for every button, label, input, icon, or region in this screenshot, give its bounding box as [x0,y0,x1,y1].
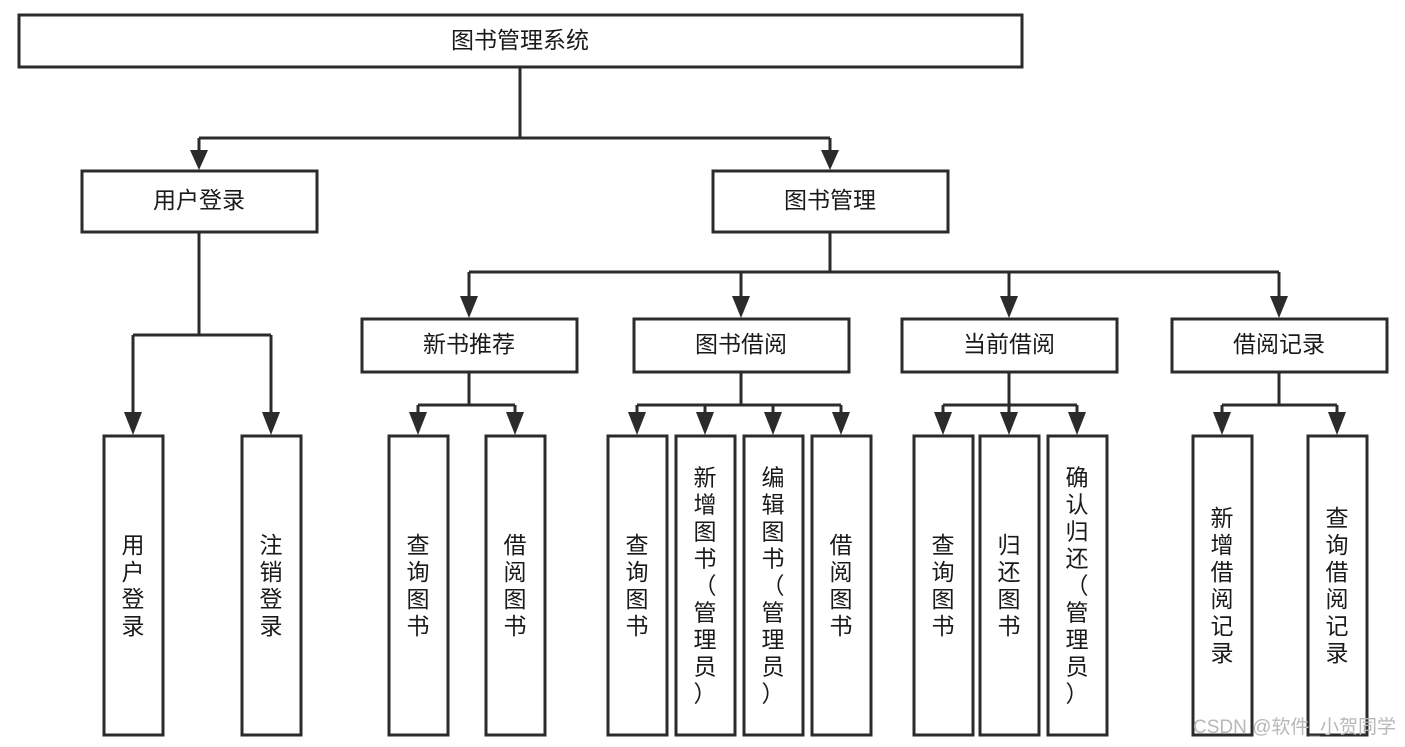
arrow-head-book-manage [821,150,839,170]
node-user-login-box[interactable] [80,169,319,234]
leaf-book-borrow-2[interactable]: 新增图书（管理员） [674,434,737,737]
leaf-user-login-1-box[interactable] [102,434,165,737]
leaf-book-borrow-1[interactable]: 查询图书 [606,434,669,737]
arrow-head-new-book-recommend [460,296,478,318]
leaf-user-login-2-label: 注销登录 [260,532,283,639]
arrow-head-leaf-cb-2 [1000,412,1018,435]
node-new-book-recommend-box[interactable] [360,317,579,374]
node-root-box[interactable] [17,13,1024,69]
leaf-user-login-2[interactable]: 注销登录 [240,434,303,737]
leaf-current-borrow-2-box[interactable] [978,434,1041,737]
connector-new-book-recommend-to-leaves [416,373,517,418]
connector-current-borrow-to-leaves [941,373,1079,418]
leaf-user-login-2-box[interactable] [240,434,303,737]
node-current-borrow[interactable]: 当前借阅 [900,317,1119,374]
connector-layer [124,67,1346,435]
connector-borrow-record-to-leaves [1220,373,1339,418]
node-book-borrow-box[interactable] [632,317,851,374]
leaf-new-book-recommend-2-box[interactable] [484,434,547,737]
leaf-borrow-record-2-box[interactable] [1306,434,1369,737]
arrow-head-leaf-cb-1 [934,412,952,435]
arrow-head-leaf-bb-4 [832,412,850,435]
leaf-book-borrow-4-box[interactable] [810,434,873,737]
leaf-new-book-recommend-2-label: 借阅图书 [504,532,527,639]
connector-book-borrow-to-leaves [635,373,843,418]
leaf-borrow-record-1-box[interactable] [1191,434,1254,737]
leaf-new-book-recommend-1-label: 查询图书 [407,532,430,639]
arrow-head-leaf-user-logout [262,412,280,435]
node-book-borrow[interactable]: 图书借阅 [632,317,851,374]
connector-book-manage-to-level3 [467,232,1281,300]
connector-user-login-to-leaves [131,232,273,418]
node-borrow-record[interactable]: 借阅记录 [1170,317,1389,374]
leaf-book-borrow-1-label: 查询图书 [626,532,649,639]
leaf-book-borrow-3-label: 编辑图书（管理员） [762,465,785,707]
node-new-book-recommend-label: 新书推荐 [423,331,515,357]
leaf-current-borrow-3-label: 确认归还（管理员） [1066,465,1089,707]
leaf-book-borrow-3-box[interactable] [742,434,805,737]
arrow-head-leaf-bb-1 [628,412,646,435]
leaf-new-book-recommend-2[interactable]: 借阅图书 [484,434,547,737]
leaf-current-borrow-2-label: 归还图书 [998,532,1021,639]
node-current-borrow-label: 当前借阅 [963,331,1055,357]
leaf-book-borrow-4-label: 借阅图书 [830,532,853,639]
leaf-current-borrow-1-box[interactable] [912,434,975,737]
leaf-current-borrow-3-box[interactable] [1046,434,1109,737]
leaf-book-borrow-3[interactable]: 编辑图书（管理员） [742,434,805,737]
node-borrow-record-label: 借阅记录 [1233,331,1325,357]
leaf-current-borrow-3[interactable]: 确认归还（管理员） [1046,434,1109,737]
leaf-book-borrow-2-box[interactable] [674,434,737,737]
leaf-book-borrow-1-box[interactable] [606,434,669,737]
arrow-head-leaf-nbr-2 [506,412,524,435]
leaf-borrow-record-1-label: 新增借阅记录 [1211,505,1234,666]
leaf-current-borrow-2[interactable]: 归还图书 [978,434,1041,737]
node-root[interactable]: 图书管理系统 [17,13,1024,69]
leaf-book-borrow-4[interactable]: 借阅图书 [810,434,873,737]
arrow-head-leaf-bb-2 [696,412,714,435]
arrow-head-leaf-nbr-1 [409,412,427,435]
arrow-head-book-borrow [732,296,750,318]
node-current-borrow-box[interactable] [900,317,1119,374]
node-user-login-label: 用户登录 [153,187,245,213]
leaf-user-login-1-label: 用户登录 [122,532,145,639]
node-book-manage-box[interactable] [711,169,950,234]
leaf-current-borrow-1[interactable]: 查询图书 [912,434,975,737]
leaf-user-login-1[interactable]: 用户登录 [102,434,165,737]
arrow-head-current-borrow [1000,296,1018,318]
arrow-head-leaf-br-1 [1213,412,1231,435]
node-root-label: 图书管理系统 [451,27,589,53]
leaf-borrow-record-1[interactable]: 新增借阅记录 [1191,434,1254,737]
arrow-head-user-login [190,150,208,170]
leaf-borrow-record-2[interactable]: 查询借阅记录 [1306,434,1369,737]
leaf-current-borrow-1-label: 查询图书 [932,532,955,639]
arrow-head-leaf-bb-3 [764,412,782,435]
arrow-head-leaf-br-2 [1328,412,1346,435]
watermark-label: CSDN @软件_小贺同学 [1193,716,1396,738]
node-new-book-recommend[interactable]: 新书推荐 [360,317,579,374]
leaf-new-book-recommend-1[interactable]: 查询图书 [387,434,450,737]
node-book-manage-label: 图书管理 [784,187,876,213]
leaf-borrow-record-2-label: 查询借阅记录 [1326,505,1349,666]
node-book-manage[interactable]: 图书管理 [711,169,950,234]
connector-root-to-level2 [197,67,832,158]
leaf-book-borrow-2-label: 新增图书（管理员） [694,465,717,707]
arrow-head-leaf-user-login [124,412,142,435]
arrow-head-borrow-record [1270,296,1288,318]
node-user-login[interactable]: 用户登录 [80,169,319,234]
node-borrow-record-box[interactable] [1170,317,1389,374]
leaf-new-book-recommend-1-box[interactable] [387,434,450,737]
arrow-head-leaf-cb-3 [1068,412,1086,435]
node-book-borrow-label: 图书借阅 [695,331,787,357]
